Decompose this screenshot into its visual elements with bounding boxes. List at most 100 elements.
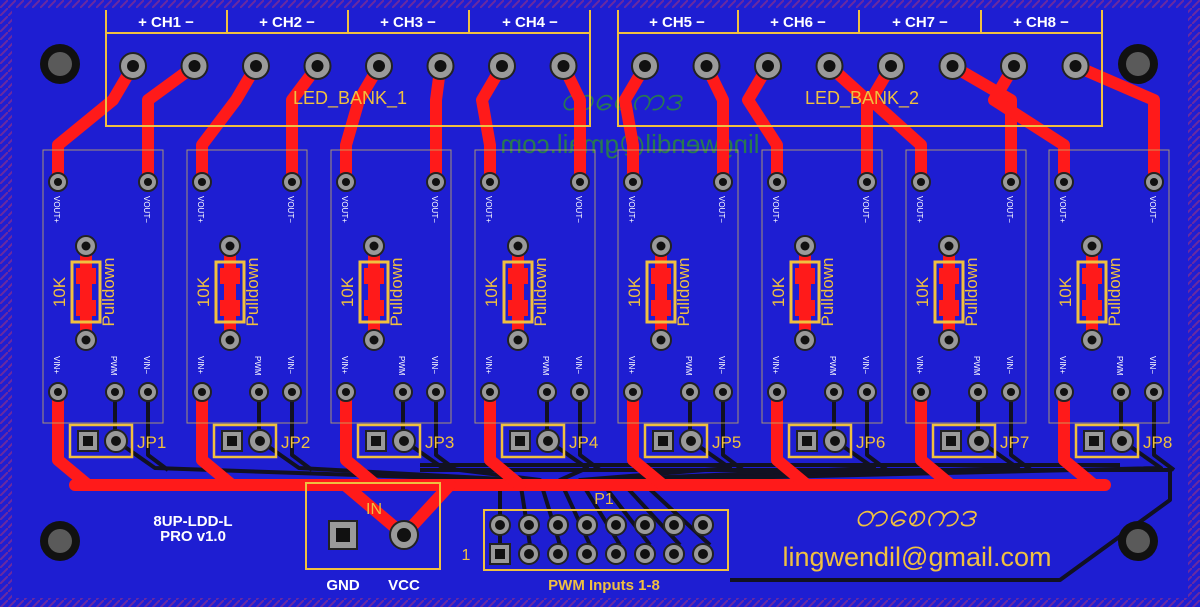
pwm-header-p1: P1 1 PWM Inputs 1-8 — [462, 491, 729, 594]
pin-label: VIN+ — [52, 356, 61, 374]
channel-labels: + CH1 − + CH2 − + CH3 − + CH4 − + CH5 − + CH6… — [105, 10, 1103, 33]
resistor-outline — [1076, 260, 1108, 324]
pin-label: VOUT− — [1148, 196, 1157, 223]
resistor-value-label: 10K — [50, 276, 69, 307]
jumper-label: JP6 — [856, 433, 885, 452]
author-email: lingwendil@gmail.com — [782, 542, 1051, 572]
pin-label: VOUT− — [574, 196, 583, 223]
pin-label: VOUT− — [142, 196, 151, 223]
jumper-outline — [787, 423, 853, 459]
resistor-outline — [70, 260, 102, 324]
mounting-holes — [40, 44, 1158, 561]
resistor-role-label: Pulldown — [1105, 258, 1124, 327]
connector-pads — [119, 52, 1090, 80]
gnd-pad — [328, 520, 358, 550]
resistor-value-label: 10K — [1056, 276, 1075, 307]
resistor-value-label: 10K — [913, 276, 932, 307]
resistor-outline — [789, 260, 821, 324]
header-caption: PWM Inputs 1-8 — [548, 577, 660, 594]
resistor-role-label: Pulldown — [962, 258, 981, 327]
resistor-role-label: Pulldown — [243, 258, 262, 327]
resistor-value-label: 10K — [194, 276, 213, 307]
pin-label: VOUT+ — [484, 196, 493, 223]
pin-label: VOUT+ — [340, 196, 349, 223]
pin-label: VIN− — [430, 356, 439, 374]
resistor-pad — [651, 268, 671, 284]
pin-label: PWM — [397, 356, 406, 376]
power-in-label: IN — [366, 501, 382, 518]
pin-label: VIN+ — [627, 356, 636, 374]
board-surface — [12, 8, 1188, 598]
board-info: 8UP-LDD-L PRO v1.0 တစေကဒ lingwendil@gmai… — [153, 496, 1051, 572]
resistor-role-label: Pulldown — [99, 258, 118, 327]
pin-label: VIN− — [1148, 356, 1157, 374]
resistor-pad — [508, 268, 528, 284]
jumper-label: JP4 — [569, 433, 598, 452]
pin-label: VIN+ — [1058, 356, 1067, 374]
pin-label: VIN+ — [915, 356, 924, 374]
header-ref-label: P1 — [594, 491, 614, 508]
channel-label: + CH6 − — [770, 14, 826, 31]
pin-label: PWM — [253, 356, 262, 376]
script-logo: တစေကဒ — [854, 496, 978, 534]
pin-label: PWM — [972, 356, 981, 376]
channel-label: + CH5 − — [649, 14, 705, 31]
resistor-pad — [220, 300, 240, 316]
resistor-value-label: 10K — [769, 276, 788, 307]
pin-label: PWM — [828, 356, 837, 376]
jumper-outline — [356, 423, 422, 459]
pin-label: VOUT+ — [196, 196, 205, 223]
pin-label: VIN− — [142, 356, 151, 374]
resistor-outline — [214, 260, 246, 324]
pin-label: PWM — [541, 356, 550, 376]
channel-label: + CH4 − — [502, 14, 558, 31]
jumper-label: JP7 — [1000, 433, 1029, 452]
pin-label: VIN− — [1005, 356, 1014, 374]
vcc-label: VCC — [388, 577, 420, 594]
resistor-pad — [795, 300, 815, 316]
jumper-label: JP3 — [425, 433, 454, 452]
pin-label: VOUT+ — [52, 196, 61, 223]
gnd-label: GND — [326, 577, 360, 594]
resistor-pad — [364, 268, 384, 284]
resistor-pad — [1082, 300, 1102, 316]
resistor-value-label: 10K — [482, 276, 501, 307]
jumper-label: JP2 — [281, 433, 310, 452]
resistor-outline — [358, 260, 390, 324]
resistor-role-label: Pulldown — [674, 258, 693, 327]
copper-traces — [52, 60, 1176, 582]
pin-label: VOUT+ — [627, 196, 636, 223]
pin-label: VIN+ — [340, 356, 349, 374]
jumper-outline — [68, 423, 134, 459]
resistor-role-label: Pulldown — [531, 258, 550, 327]
led-bank-1-label: LED_BANK_1 — [293, 88, 407, 109]
resistor-pad — [364, 300, 384, 316]
pin-label: VOUT− — [430, 196, 439, 223]
pin-label: VIN+ — [484, 356, 493, 374]
pin-label: VOUT− — [286, 196, 295, 223]
resistor-pad — [939, 268, 959, 284]
channel-label: + CH7 − — [892, 14, 948, 31]
channel-label: + CH2 − — [259, 14, 315, 31]
led-bank-2-label: LED_BANK_2 — [805, 88, 919, 109]
pin-label: VOUT− — [717, 196, 726, 223]
resistor-pad — [76, 268, 96, 284]
resistor-value-label: 10K — [338, 276, 357, 307]
pin-label: VIN− — [717, 356, 726, 374]
pin-label: VIN− — [861, 356, 870, 374]
channel-label: + CH3 − — [380, 14, 436, 31]
resistor-outline — [502, 260, 534, 324]
pin-label: VOUT− — [1005, 196, 1014, 223]
pin-label: VIN+ — [196, 356, 205, 374]
jumper-outline — [212, 423, 278, 459]
pin-label: VIN− — [574, 356, 583, 374]
board-name-line2: PRO v1.0 — [160, 528, 226, 545]
channel-label: + CH1 − — [138, 14, 194, 31]
resistor-outline — [933, 260, 965, 324]
